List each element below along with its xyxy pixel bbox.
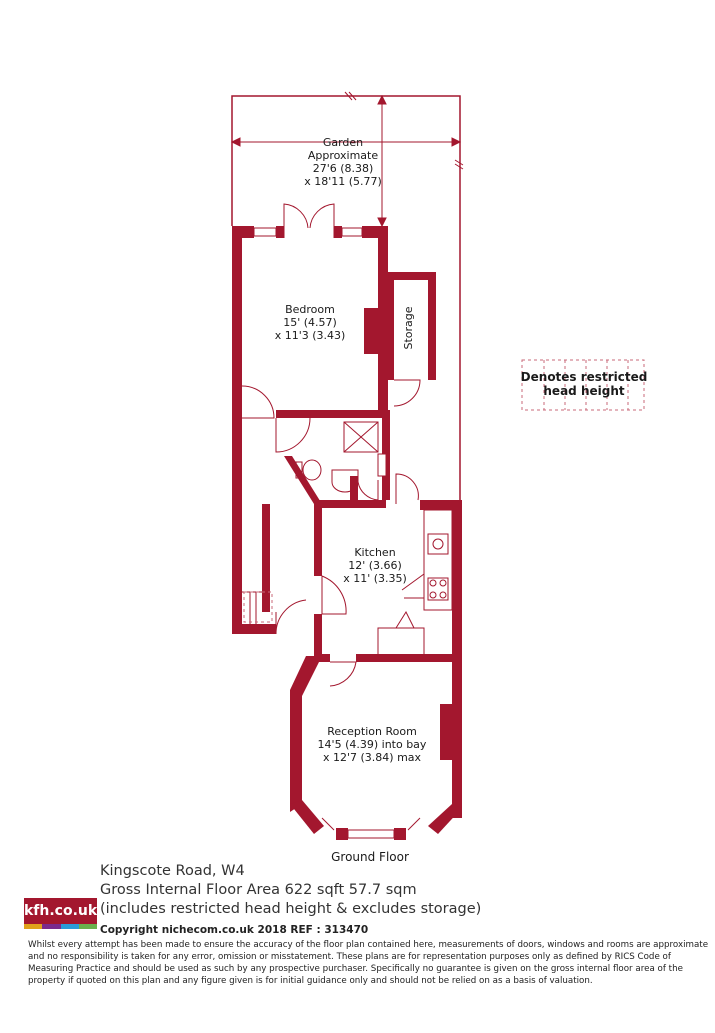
legend-box	[521, 359, 645, 411]
garden-dim-1: 27'6 (8.38)	[313, 162, 374, 175]
storage-name: Storage	[402, 306, 415, 349]
kfh-logo: kfh.co.uk	[24, 898, 97, 930]
bedroom-dim-1: 15' (4.57)	[283, 316, 337, 329]
bedroom-label: Bedroom 15' (4.57) x 11'3 (3.43)	[275, 303, 346, 342]
logo-stripes	[24, 924, 97, 929]
address: Kingscote Road, W4	[100, 863, 245, 879]
floor-plan: Garden Approximate 27'6 (8.38) x 18'11 (…	[230, 91, 648, 840]
logo-stripe-4	[78, 924, 97, 929]
logo-text: kfh.co.uk	[24, 898, 97, 924]
garden-label: Garden Approximate 27'6 (8.38) x 18'11 (…	[304, 136, 382, 188]
door-swings	[241, 203, 421, 687]
windows	[253, 227, 421, 839]
kitchen-dim-1: 12' (3.66)	[348, 559, 402, 572]
legend-label: Denotes restricted head height	[521, 370, 648, 398]
logo-stripe-3	[60, 924, 79, 929]
disclaimer: Whilst every attempt has been made to en…	[28, 940, 709, 986]
kitchen-label: Kitchen 12' (3.66) x 11' (3.35)	[343, 546, 407, 585]
area-note: (includes restricted head height & exclu…	[100, 901, 482, 917]
garden-dimension-arrows	[230, 91, 464, 228]
floor-area: Gross Internal Floor Area 622 sqft 57.7 …	[100, 882, 417, 898]
logo-stripe-1	[24, 924, 43, 929]
legend-line-1: Denotes restricted	[521, 370, 648, 384]
storage-label: Storage	[402, 306, 415, 349]
legend-line-2: head height	[543, 384, 624, 398]
garden-approx: Approximate	[308, 149, 378, 162]
bedroom-name: Bedroom	[285, 303, 335, 316]
reception-label: Reception Room 14'5 (4.39) into bay x 12…	[318, 725, 427, 764]
bedroom-dim-2: x 11'3 (3.43)	[275, 329, 346, 342]
reception-dim-1: 14'5 (4.39) into bay	[318, 738, 427, 751]
kitchen-dim-2: x 11' (3.35)	[343, 572, 407, 585]
garden-outline	[231, 95, 461, 500]
copyright: Copyright nichecom.co.uk 2018 REF : 3134…	[100, 924, 369, 936]
restricted-area-hatch	[243, 591, 273, 623]
garden-name: Garden	[323, 136, 363, 149]
fixtures	[242, 421, 453, 654]
logo-stripe-2	[42, 924, 61, 929]
floor-label: Ground Floor	[331, 850, 409, 864]
reception-dim-2: x 12'7 (3.84) max	[323, 751, 422, 764]
reception-name: Reception Room	[327, 725, 417, 738]
title-block: Kingscote Road, W4 Gross Internal Floor …	[100, 862, 481, 940]
garden-dim-2: x 18'11 (5.77)	[304, 175, 382, 188]
kitchen-name: Kitchen	[354, 546, 395, 559]
